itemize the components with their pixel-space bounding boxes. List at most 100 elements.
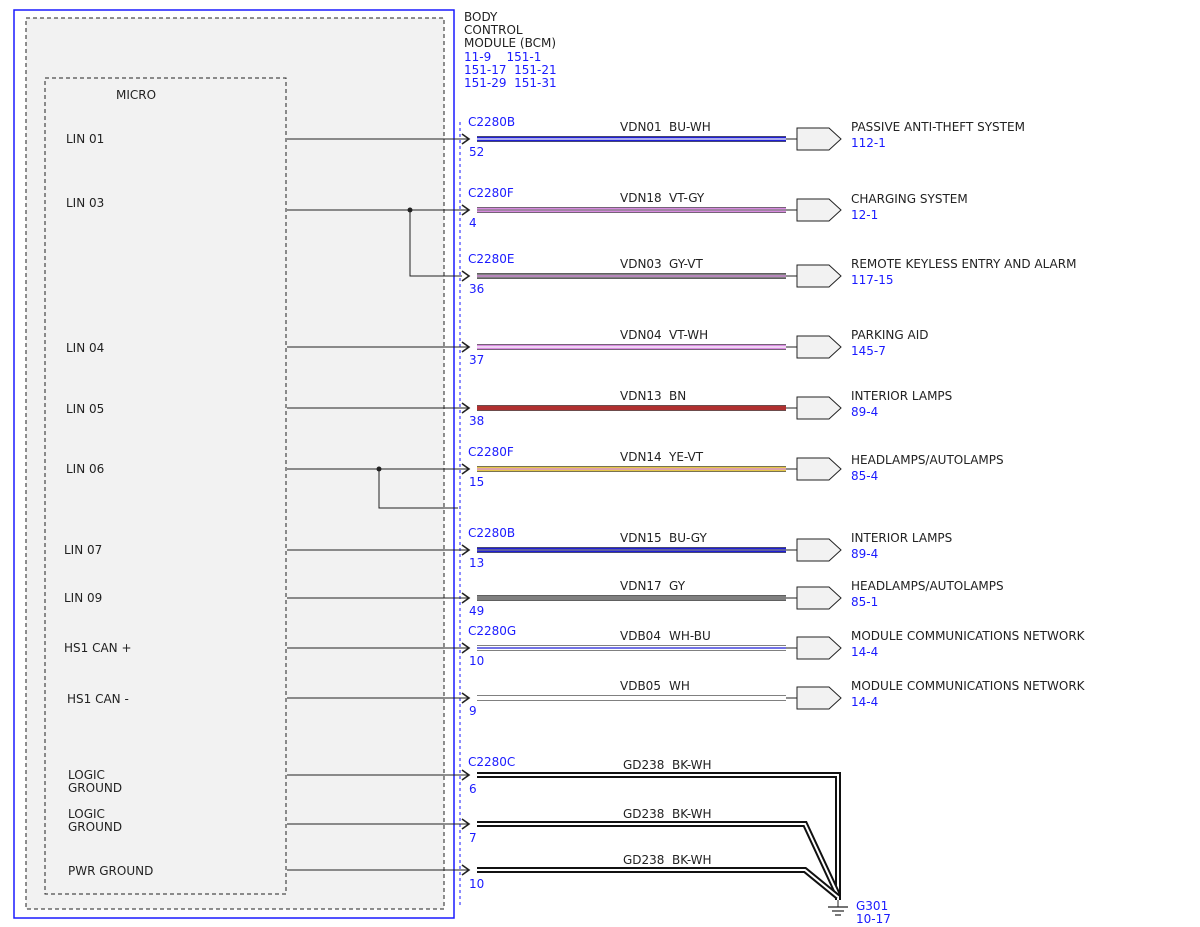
destination-connector-icon — [796, 127, 842, 151]
connector-id[interactable]: C2280F — [468, 186, 514, 200]
destination-name: HEADLAMPS/AUTOLAMPS — [851, 579, 1004, 593]
ground-wire-gd238[interactable] — [477, 823, 839, 896]
bcm-module-border — [13, 9, 455, 919]
destination-connector-icon — [796, 396, 842, 420]
connector-id[interactable]: C2280E — [468, 252, 515, 266]
wire-color: BU-GY — [669, 531, 707, 545]
module-title-line-1: BODY — [464, 10, 498, 24]
module-ref-line-1[interactable]: 11-9 151-1 — [464, 50, 541, 64]
pin-number: 9 — [469, 704, 477, 718]
wire-name: VDB05 — [620, 679, 661, 693]
destination-ref[interactable]: 89-4 — [851, 547, 878, 561]
wire-color: BK-WH — [672, 807, 712, 821]
destination-name: CHARGING SYSTEM — [851, 192, 968, 206]
destination-ref[interactable]: 117-15 — [851, 273, 894, 287]
wire-name: VDN14 — [620, 450, 662, 464]
pin-label: LOGIC — [68, 807, 105, 821]
wire-color: BK-WH — [672, 758, 712, 772]
destination-connector-icon — [796, 264, 842, 288]
connector-arrow-icon — [461, 544, 471, 556]
destination-name: MODULE COMMUNICATIONS NETWORK — [851, 679, 1086, 693]
destination-ref[interactable]: 14-4 — [851, 645, 878, 659]
micro-box — [44, 77, 287, 895]
wire-name: VDN01 — [620, 120, 662, 134]
destination-connector-icon — [796, 198, 842, 222]
wire-name: VDN13 — [620, 389, 662, 403]
destination-ref[interactable]: 12-1 — [851, 208, 878, 222]
connector-id[interactable]: C2280B — [468, 115, 515, 129]
wire-color: GY — [669, 579, 686, 593]
pin-number: 37 — [469, 353, 484, 367]
wire-color: YE-VT — [668, 450, 704, 464]
pin-label: PWR GROUND — [68, 864, 153, 878]
destination-name: INTERIOR LAMPS — [851, 389, 952, 403]
wire-name: VDN18 — [620, 191, 662, 205]
ground-wire-gd238[interactable] — [477, 774, 839, 900]
pin-label: LIN 05 — [66, 402, 104, 416]
connector-arrow-icon — [461, 341, 471, 353]
pin-number: 38 — [469, 414, 484, 428]
destination-connector-icon — [796, 586, 842, 610]
connector-arrow-icon — [461, 692, 471, 704]
pin-label: GROUND — [68, 820, 122, 834]
wire-color: VT-WH — [669, 328, 708, 342]
destination-name: MODULE COMMUNICATIONS NETWORK — [851, 629, 1086, 643]
destination-connector-icon — [796, 686, 842, 710]
pin-number: 4 — [469, 216, 477, 230]
destination-name: REMOTE KEYLESS ENTRY AND ALARM — [851, 257, 1076, 271]
pin-number: 52 — [469, 145, 484, 159]
wire-name: GD238 — [623, 853, 664, 867]
ground-ref[interactable]: 10-17 — [856, 912, 891, 926]
connector-arrow-icon — [461, 463, 471, 475]
pin-label: LIN 03 — [66, 196, 104, 210]
destination-name: HEADLAMPS/AUTOLAMPS — [851, 453, 1004, 467]
connector-id[interactable]: C2280C — [468, 755, 515, 769]
connector-arrow-icon — [461, 818, 471, 830]
destination-name: PASSIVE ANTI-THEFT SYSTEM — [851, 120, 1025, 134]
ground-wire-outline — [477, 867, 840, 900]
pin-label: LIN 06 — [66, 462, 104, 476]
module-ref-line-2[interactable]: 151-17 151-21 — [464, 63, 557, 77]
connector-arrow-icon — [461, 204, 471, 216]
pin-label: LIN 09 — [64, 591, 102, 605]
destination-ref[interactable]: 85-4 — [851, 469, 878, 483]
wire-name: VDN17 — [620, 579, 662, 593]
destination-name: INTERIOR LAMPS — [851, 531, 952, 545]
pin-label: HS1 CAN + — [64, 641, 132, 655]
wire-color: BN — [669, 389, 686, 403]
ground-name: G301 — [856, 899, 888, 913]
connector-id[interactable]: C2280B — [468, 526, 515, 540]
destination-ref[interactable]: 14-4 — [851, 695, 878, 709]
pin-number: 6 — [469, 782, 477, 796]
ground-wire-gd238[interactable] — [477, 869, 839, 898]
wire-name: VDN03 — [620, 257, 662, 271]
wire-name: GD238 — [623, 758, 664, 772]
pin-number: 10 — [469, 654, 484, 668]
destination-ref[interactable]: 85-1 — [851, 595, 878, 609]
connector-id[interactable]: C2280G — [468, 624, 516, 638]
destination-ref[interactable]: 112-1 — [851, 136, 886, 150]
wire-color: BK-WH — [672, 853, 712, 867]
wire-color: WH — [669, 679, 690, 693]
connector-arrow-icon — [461, 769, 471, 781]
micro-label: MICRO — [116, 88, 156, 102]
connector-id[interactable]: C2280F — [468, 445, 514, 459]
destination-name: PARKING AID — [851, 328, 929, 342]
pin-label: LIN 04 — [66, 341, 104, 355]
destination-ref[interactable]: 89-4 — [851, 405, 878, 419]
destination-ref[interactable]: 145-7 — [851, 344, 886, 358]
pin-label: GROUND — [68, 781, 122, 795]
pin-label: LIN 01 — [66, 132, 104, 146]
module-ref-line-3[interactable]: 151-29 151-31 — [464, 76, 557, 90]
wire-name: GD238 — [623, 807, 664, 821]
module-title-line-3: MODULE (BCM) — [464, 36, 556, 50]
ground-symbol-icon — [828, 900, 848, 916]
wire-name: VDN15 — [620, 531, 662, 545]
